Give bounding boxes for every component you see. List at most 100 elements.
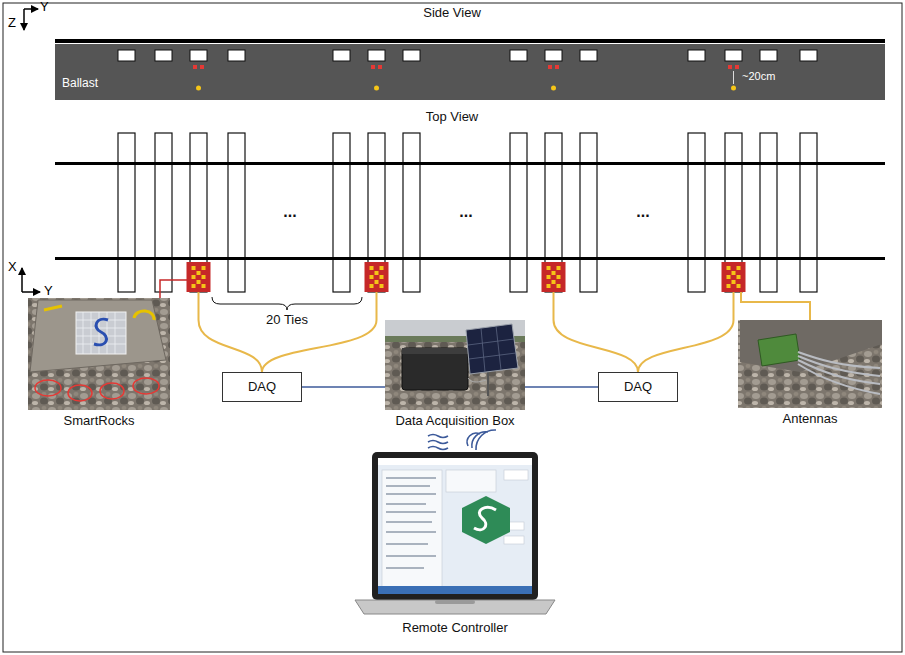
window-panel xyxy=(382,470,442,588)
ellipsis: ... xyxy=(459,203,472,221)
smartrock-group xyxy=(365,262,389,292)
wire-mesh xyxy=(76,312,126,354)
antenna-dot xyxy=(374,86,379,91)
tie xyxy=(333,50,350,61)
window-bar xyxy=(378,458,532,465)
laptop-screen xyxy=(378,458,532,594)
tie xyxy=(510,133,527,292)
smartrock-group xyxy=(542,262,566,292)
ballast-label: Ballast xyxy=(62,77,98,91)
logo-mark xyxy=(474,508,496,530)
axis-label: X xyxy=(8,260,17,275)
smartrock-dot xyxy=(378,65,382,69)
antenna-dot xyxy=(196,86,201,91)
rail xyxy=(55,162,885,165)
daq-box-photo xyxy=(385,320,525,410)
smartrock-dot xyxy=(735,65,739,69)
antenna-cable xyxy=(638,292,734,372)
antenna-cable xyxy=(798,352,880,394)
view-title: Top View xyxy=(426,110,479,125)
node-label: DAQ xyxy=(248,379,276,395)
tie xyxy=(688,133,705,292)
wire-cage xyxy=(76,312,126,354)
taskbar xyxy=(378,586,532,594)
antenna-board xyxy=(758,334,800,366)
axis-label: Z xyxy=(8,16,16,31)
axis-label: Y xyxy=(40,0,49,15)
antenna-cable xyxy=(199,292,263,372)
steel-plate xyxy=(740,320,882,372)
tie xyxy=(118,133,135,292)
laptop-bezel xyxy=(372,452,538,600)
rail xyxy=(55,257,885,260)
node-label: Remote Controller xyxy=(402,620,508,636)
tie xyxy=(688,50,705,61)
tie xyxy=(760,50,777,61)
tie xyxy=(333,133,350,292)
dimension-label: ~20cm xyxy=(742,70,775,83)
smartrock-dot xyxy=(548,65,552,69)
axis-label: Y xyxy=(44,284,53,299)
tie xyxy=(545,50,562,61)
ellipsis: ... xyxy=(283,203,296,221)
antenna-cable xyxy=(554,292,639,372)
laptop-notch xyxy=(435,600,475,604)
smartrock-group xyxy=(722,262,746,292)
axis-arrow xyxy=(21,268,23,292)
smartrock-dot xyxy=(200,65,204,69)
daq-box: DAQ xyxy=(598,372,678,402)
ellipsis: ... xyxy=(636,203,649,221)
data-link xyxy=(525,386,598,388)
paint-mark xyxy=(94,319,108,345)
tie xyxy=(228,133,245,292)
concrete-tie xyxy=(30,300,166,372)
laptop-illustration: Remote Controller xyxy=(355,450,555,617)
tie xyxy=(155,50,172,61)
tie xyxy=(403,50,420,61)
rock-circle xyxy=(133,378,159,394)
node-label: Antennas xyxy=(783,411,838,427)
axis-arrow xyxy=(22,291,40,293)
antenna-dot xyxy=(551,86,556,91)
smartrock-dot xyxy=(371,65,375,69)
logo-mark xyxy=(462,496,510,544)
tie xyxy=(368,50,385,61)
daq-box-photo: Data Acquisition Box xyxy=(385,320,525,410)
window-button xyxy=(504,470,528,480)
axis-arrow xyxy=(23,9,25,30)
daq-box: DAQ xyxy=(222,372,302,402)
enclosure-lid xyxy=(402,348,468,354)
rock-circle xyxy=(100,383,124,399)
rail-side xyxy=(55,39,885,43)
node-label: Data Acquisition Box xyxy=(395,413,514,429)
window-panel xyxy=(446,470,496,492)
depth-line xyxy=(733,71,734,84)
antenna-cable xyxy=(262,292,377,372)
smartrock-group xyxy=(187,262,211,292)
tie xyxy=(510,50,527,61)
window-button xyxy=(504,536,524,544)
antenna-dot xyxy=(731,86,736,91)
data-link xyxy=(302,386,385,388)
enclosure-box xyxy=(402,348,468,390)
tie xyxy=(725,50,742,61)
tie xyxy=(228,50,245,61)
rock-circle xyxy=(68,385,92,401)
antenna-photo: Antennas xyxy=(738,320,882,408)
smartrocks-photo xyxy=(28,298,170,410)
tie xyxy=(800,133,817,292)
laptop-base xyxy=(355,600,555,614)
view-title: Side View xyxy=(423,6,481,21)
node-label: SmartRocks xyxy=(64,413,135,429)
tie xyxy=(580,133,597,292)
smartrock-dot xyxy=(193,65,197,69)
tie xyxy=(403,133,420,292)
paint-mark xyxy=(134,311,154,320)
tie xyxy=(190,50,207,61)
laptop-illustration xyxy=(355,452,555,614)
antenna-photo xyxy=(738,320,882,408)
node-label: DAQ xyxy=(624,379,652,395)
